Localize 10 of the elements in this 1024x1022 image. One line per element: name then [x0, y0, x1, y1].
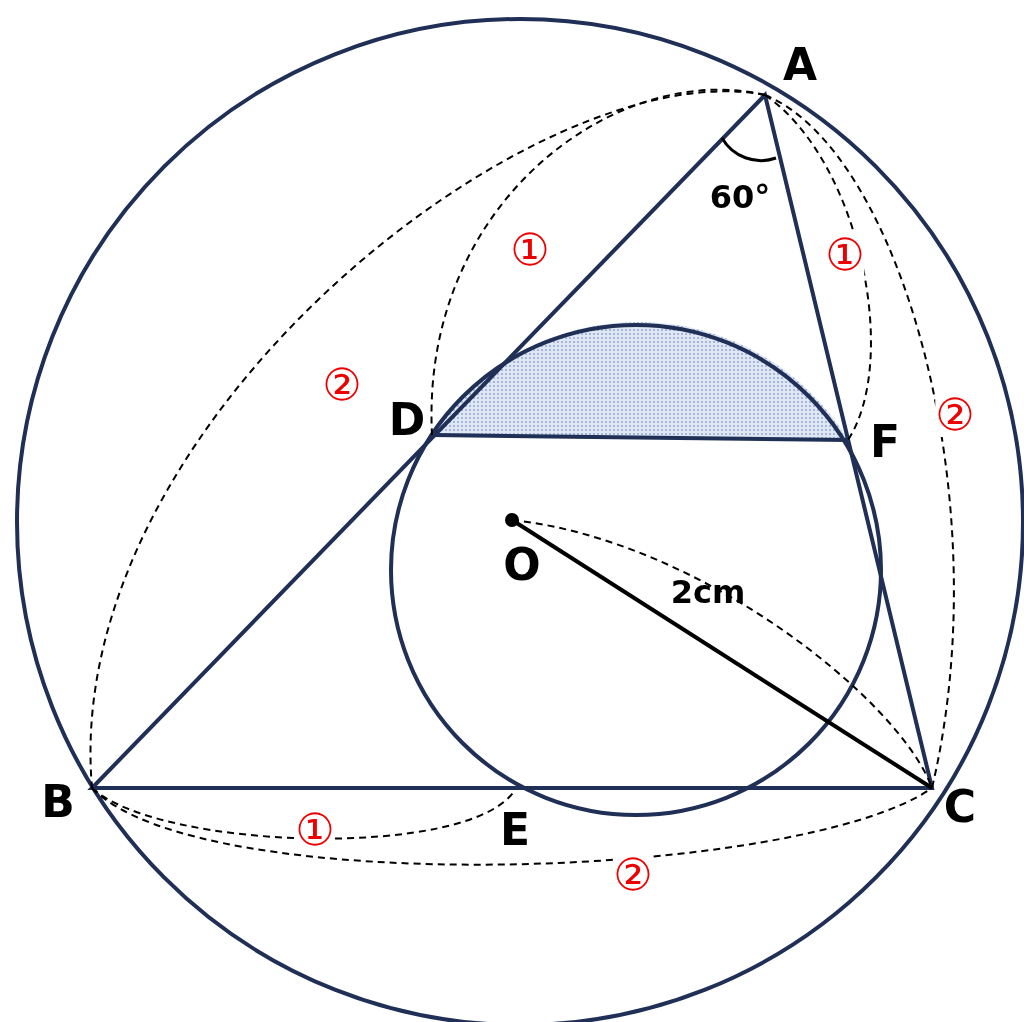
angle-label: 60°: [709, 181, 771, 213]
point-label: D: [388, 398, 426, 442]
point-label: C: [943, 785, 977, 829]
circled-number: ①: [825, 233, 865, 277]
point-label: B: [41, 780, 75, 824]
point-label: O: [503, 543, 541, 587]
length-label: 2cm: [670, 576, 746, 608]
point-label: F: [869, 420, 901, 464]
point-label: A: [782, 43, 818, 87]
point-label: E: [499, 808, 531, 852]
